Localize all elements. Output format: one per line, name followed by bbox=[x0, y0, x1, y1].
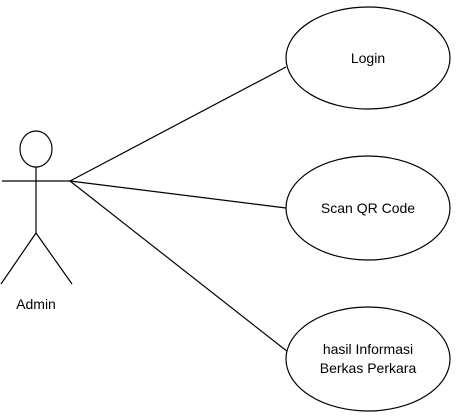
actor-admin bbox=[0, 130, 73, 285]
use-case-label-scan-qr-code: Scan QR Code bbox=[321, 200, 415, 216]
associations bbox=[69, 66, 289, 353]
actor-left-leg bbox=[0, 232, 37, 285]
use-case-scan-qr-code bbox=[285, 155, 451, 261]
use-case-label-hasil-informasi-line2: Berkas Perkara bbox=[320, 360, 417, 376]
association-scan-qr-code bbox=[69, 180, 287, 209]
use-case-label-login: Login bbox=[351, 50, 385, 66]
use-case-label-hasil-informasi-line1: hasil Informasi bbox=[323, 341, 413, 357]
association-hasil-informasi bbox=[69, 180, 289, 353]
actor-right-leg bbox=[35, 232, 73, 285]
use-case-hasil-informasi bbox=[285, 306, 451, 412]
actor-head bbox=[19, 130, 53, 168]
use-cases bbox=[285, 6, 451, 412]
actor-label: Admin bbox=[16, 296, 56, 312]
use-case-login bbox=[285, 6, 451, 110]
association-login bbox=[69, 66, 287, 182]
